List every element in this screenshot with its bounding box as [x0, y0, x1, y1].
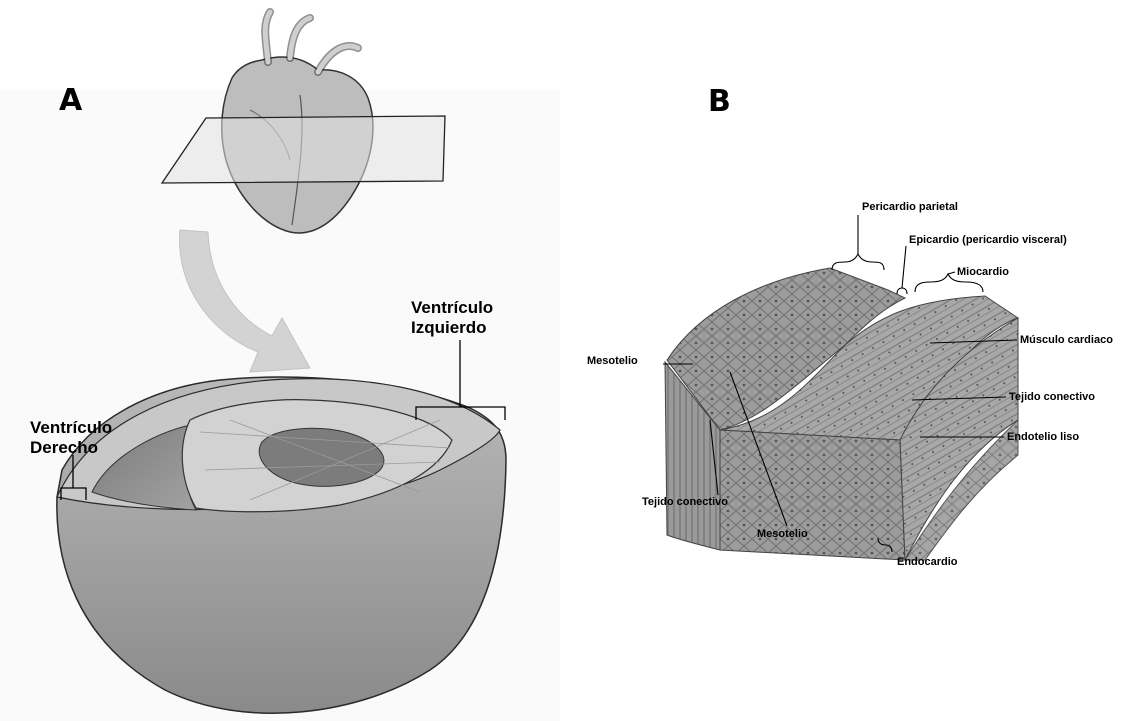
- tissue-block: [665, 268, 1018, 560]
- smooth-endothelium-label: Endotelio liso: [1007, 431, 1079, 444]
- epicardium-label: Epicardio (pericardio visceral): [909, 234, 1067, 247]
- section-plane: [162, 116, 445, 183]
- right-ventricle-label-line1: Ventrículo: [30, 418, 112, 438]
- myocardium-label: Miocardio: [957, 266, 1009, 279]
- connective-tissue-left-label: Tejido conectivo: [642, 496, 728, 509]
- right-ventricle-label-line2: Derecho: [30, 438, 112, 458]
- parietal-pericardium-label: Pericardio parietal: [862, 201, 958, 214]
- right-ventricle-label: Ventrículo Derecho: [30, 418, 112, 458]
- cardiac-muscle-label: Músculo cardiaco: [1020, 334, 1113, 347]
- mesothelium-left-label: Mesotelio: [587, 355, 638, 368]
- panel-label-a: A: [59, 83, 82, 118]
- mesothelium-bottom-label: Mesotelio: [757, 528, 808, 541]
- left-ventricle-label-line2: Izquierdo: [411, 318, 493, 338]
- panel-label-b: B: [708, 84, 731, 119]
- left-ventricle-label: Ventrículo Izquierdo: [411, 298, 493, 338]
- connective-tissue-right-label: Tejido conectivo: [1009, 391, 1095, 404]
- left-ventricle-label-line1: Ventrículo: [411, 298, 493, 318]
- endocardium-label: Endocardio: [897, 556, 958, 569]
